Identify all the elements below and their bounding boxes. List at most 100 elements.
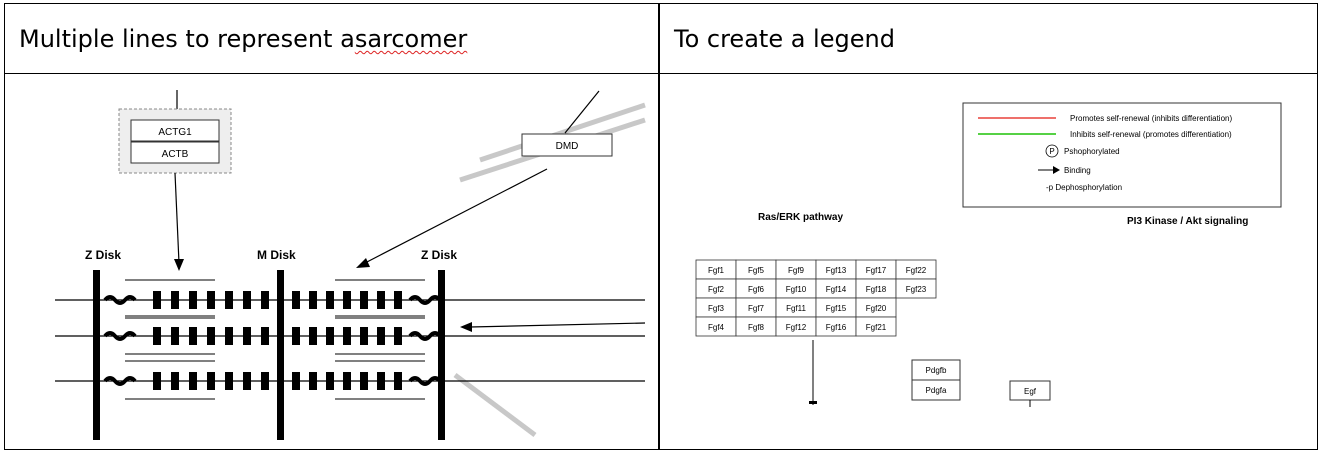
myosin-block xyxy=(326,327,334,345)
actg1-label: ACTG1 xyxy=(158,127,192,138)
z-disk-right-label: Z Disk xyxy=(421,248,457,262)
column-divider xyxy=(658,4,660,449)
myosin-block xyxy=(189,372,197,390)
fgf-label: Fgf18 xyxy=(866,285,887,294)
fgf-label: Fgf5 xyxy=(748,266,765,275)
actb-label: ACTB xyxy=(162,149,189,160)
right-column-title: To create a legend xyxy=(674,25,895,53)
myosin-block xyxy=(377,372,385,390)
myosin-block xyxy=(225,327,233,345)
pdgfa-label: Pdgfa xyxy=(926,386,947,395)
myosin-block xyxy=(153,327,161,345)
myosin-block xyxy=(360,372,368,390)
myosin-block xyxy=(343,291,351,309)
table-header-row: Multiple lines to represent a sarcomer T… xyxy=(5,4,1317,74)
myosin-block xyxy=(309,327,317,345)
legend-red-text: Promotes self-renewal (inhibits differen… xyxy=(1070,114,1232,123)
myosin-block xyxy=(243,372,251,390)
myosin-block xyxy=(377,327,385,345)
pdgfb-label: Pdgfb xyxy=(926,366,947,375)
fgf-label: Fgf1 xyxy=(708,266,725,275)
myosin-block xyxy=(394,291,402,309)
fgf-label: Fgf15 xyxy=(826,304,847,313)
fgf-label: Fgf14 xyxy=(826,285,847,294)
actg1-box xyxy=(130,119,220,142)
z-disk-left-label: Z Disk xyxy=(85,248,121,262)
fgf-label: Fgf21 xyxy=(866,323,887,332)
fgf-label: Fgf7 xyxy=(748,304,765,313)
dmd-arrowhead xyxy=(356,258,370,268)
titin-squiggle xyxy=(103,295,137,305)
phospho-circle-icon xyxy=(1045,144,1059,158)
titin-squiggle xyxy=(408,331,442,341)
myosin-block xyxy=(309,291,317,309)
titin-squiggle xyxy=(408,376,442,386)
myosin-block xyxy=(153,372,161,390)
myosin-block xyxy=(292,372,300,390)
myosin-block xyxy=(360,327,368,345)
z-disk-left xyxy=(93,270,100,440)
left-column-title: Multiple lines to represent a sarcomer xyxy=(5,4,658,74)
sarcomere-diagram: ACTG1 ACTB DMD Z Disk M Disk Z Disk xyxy=(55,90,646,440)
legend-binding-text: Binding xyxy=(1064,166,1091,175)
ras-erk-title: Ras/ERK pathway xyxy=(758,212,843,223)
myosin-block xyxy=(243,327,251,345)
actin-arrowhead xyxy=(174,259,184,271)
fgf-label: Fgf22 xyxy=(906,266,927,275)
legend-phospho-text: Pshophorylated xyxy=(1064,147,1120,156)
myosin-block xyxy=(292,291,300,309)
dmd-label: DMD xyxy=(556,141,579,152)
gray-filament-c xyxy=(453,373,537,437)
fgf-label: Fgf17 xyxy=(866,266,887,275)
fgf-label: Fgf4 xyxy=(708,323,725,332)
phospho-circle-glyph: P xyxy=(1049,147,1054,156)
myosin-block xyxy=(377,291,385,309)
myosin-block xyxy=(326,291,334,309)
fgf-label: Fgf6 xyxy=(748,285,765,294)
myosin-block xyxy=(261,372,269,390)
myosin-block xyxy=(207,327,215,345)
legend-box xyxy=(962,102,1282,208)
fgf-label: Fgf20 xyxy=(866,304,887,313)
myosin-block xyxy=(207,372,215,390)
myosin-block xyxy=(360,291,368,309)
myosin-block xyxy=(343,372,351,390)
fgf-label: Fgf13 xyxy=(826,266,847,275)
document-table: Multiple lines to represent a sarcomer T… xyxy=(4,3,1318,450)
fgf-label: Fgf16 xyxy=(826,323,847,332)
myosin-block xyxy=(261,291,269,309)
myosin-block xyxy=(153,291,161,309)
m-disk-label: M Disk xyxy=(257,248,296,262)
myosin-block xyxy=(171,291,179,309)
myosin-block xyxy=(207,291,215,309)
membrane-arrowhead xyxy=(460,322,472,332)
fgf-cell xyxy=(895,278,937,299)
legend-dephospho-text: -p Dephosphorylation xyxy=(1046,183,1122,192)
myosin-block xyxy=(171,327,179,345)
titin-squiggle xyxy=(103,331,137,341)
egf-label: Egf xyxy=(1024,387,1037,396)
fgf-label: Fgf23 xyxy=(906,285,927,294)
myosin-block xyxy=(189,327,197,345)
z-disk-right xyxy=(438,270,445,440)
fgf-label: Fgf3 xyxy=(708,304,725,313)
sarcomere-figure: ACTG1 ACTB DMD Z Disk M Disk Z Disk xyxy=(5,75,658,449)
titin-squiggle xyxy=(408,295,442,305)
pathway-legend-diagram: Promotes self-renewal (inhibits differen… xyxy=(695,102,1282,407)
myosin-block xyxy=(343,327,351,345)
pi3k-title: PI3 Kinase / Akt signaling xyxy=(1127,216,1248,227)
myosin-block xyxy=(171,372,179,390)
legend-figure: Promotes self-renewal (inhibits differen… xyxy=(660,75,1317,449)
myosin-block xyxy=(292,327,300,345)
myosin-block xyxy=(243,291,251,309)
myosin-block xyxy=(225,291,233,309)
myosin-block xyxy=(261,327,269,345)
legend-green-text: Inhibits self-renewal (promotes differen… xyxy=(1070,130,1232,139)
m-disk xyxy=(277,270,284,440)
fgf-label: Fgf2 xyxy=(708,285,725,294)
pdgfa-box xyxy=(911,379,961,401)
myosin-block xyxy=(326,372,334,390)
fgf-label: Fgf12 xyxy=(786,323,807,332)
gray-filament-a xyxy=(479,102,646,163)
